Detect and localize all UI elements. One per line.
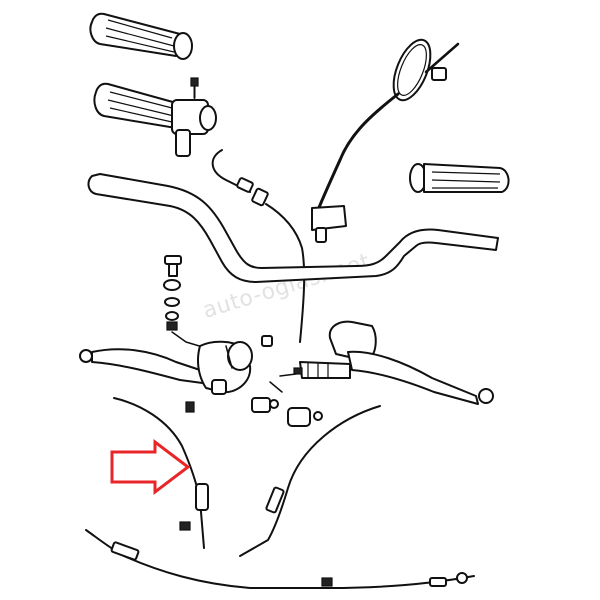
front-brake-cable [239,405,381,557]
grip-top [89,12,193,60]
grip-right [409,163,510,193]
throttle-cable [211,149,306,343]
throttle-grip [93,82,217,157]
bolt-stack [163,255,273,349]
clutch-cable [113,397,209,549]
brake-lever [279,320,494,405]
handlebar [87,173,499,283]
clutch-lever [79,340,253,413]
pointer-arrow [110,438,191,496]
mirror [311,38,460,243]
rear-cable [85,529,475,589]
bushings [251,381,323,427]
small-bolt [190,77,199,99]
